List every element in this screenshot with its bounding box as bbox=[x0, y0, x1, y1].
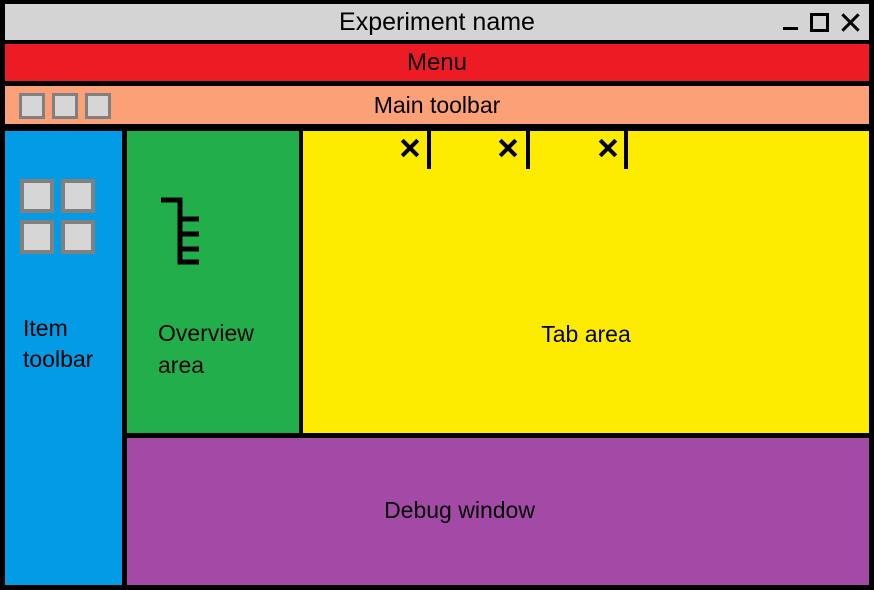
main-toolbar-button-1[interactable] bbox=[19, 93, 45, 119]
tab-separator-1 bbox=[427, 131, 431, 169]
window-title: Experiment name bbox=[339, 8, 535, 36]
tab-area: Tab area bbox=[303, 131, 869, 433]
tab-strip bbox=[303, 131, 869, 169]
menu-bar-label: Menu bbox=[406, 49, 468, 76]
tab-3-close-icon[interactable] bbox=[598, 138, 618, 158]
item-toolbar-label: Item toolbar bbox=[23, 313, 93, 375]
debug-window: Debug window bbox=[127, 438, 869, 585]
tab-area-label: Tab area bbox=[541, 321, 631, 347]
tree-structure-icon bbox=[161, 197, 199, 265]
minimize-button[interactable] bbox=[782, 12, 799, 32]
main-toolbar-label: Main toolbar bbox=[373, 92, 501, 118]
title-bar: Experiment name bbox=[5, 4, 869, 40]
tab-separator-2 bbox=[526, 131, 530, 169]
overview-area-label: Overview area bbox=[158, 317, 254, 381]
item-toolbar-label-line-2: toolbar bbox=[23, 346, 94, 372]
item-toolbar-button-3[interactable] bbox=[20, 220, 54, 254]
window-controls bbox=[782, 4, 861, 40]
item-toolbar-button-1[interactable] bbox=[20, 179, 54, 213]
tab-separator-3 bbox=[624, 131, 628, 169]
tab-3[interactable] bbox=[530, 131, 624, 169]
debug-window-label: Debug window bbox=[384, 497, 535, 523]
main-toolbar-button-2[interactable] bbox=[52, 93, 78, 119]
maximize-button[interactable] bbox=[810, 12, 829, 32]
close-button[interactable] bbox=[840, 12, 861, 33]
overview-area-label-line-2: area bbox=[158, 352, 205, 378]
menu-bar[interactable]: Menu bbox=[5, 44, 869, 81]
item-toolbar-button-group bbox=[20, 179, 95, 254]
item-toolbar-button-2[interactable] bbox=[61, 179, 95, 213]
main-toolbar-button-group bbox=[19, 93, 111, 119]
tab-1-close-icon[interactable] bbox=[400, 138, 420, 158]
tab-2-close-icon[interactable] bbox=[498, 138, 518, 158]
tab-1[interactable] bbox=[303, 131, 427, 169]
item-toolbar-label-line-1: Item bbox=[23, 315, 68, 341]
item-toolbar-button-4[interactable] bbox=[61, 220, 95, 254]
overview-area-label-line-1: Overview bbox=[158, 320, 254, 346]
tab-2[interactable] bbox=[431, 131, 526, 169]
main-toolbar-button-3[interactable] bbox=[85, 93, 111, 119]
item-toolbar: Item toolbar bbox=[5, 131, 122, 585]
main-toolbar: Main toolbar bbox=[5, 86, 869, 124]
overview-area: Overview area bbox=[127, 131, 299, 433]
